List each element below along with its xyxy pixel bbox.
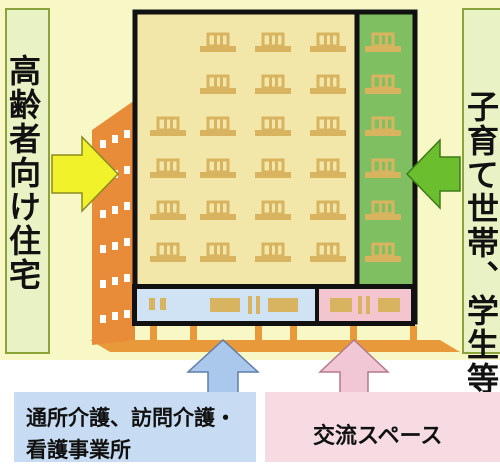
left-arrow-icon bbox=[51, 135, 120, 213]
right-arrow-icon bbox=[405, 138, 461, 210]
main-building-face bbox=[135, 12, 357, 322]
left-label: 高齢者向け住宅 bbox=[4, 54, 42, 292]
exchange-space-label: 交流スペース bbox=[313, 424, 443, 449]
orange-side-building bbox=[92, 100, 135, 345]
right-label-box bbox=[462, 8, 500, 354]
care-office-label-box bbox=[14, 392, 256, 462]
left-label-box bbox=[5, 8, 50, 354]
care-office-label-line1: 通所介護、訪問介護・ bbox=[26, 406, 236, 430]
up-arrow-pink-icon bbox=[318, 338, 390, 396]
ground-floor bbox=[132, 284, 415, 326]
care-office-label-line2: 看護事業所 bbox=[26, 438, 131, 462]
ground-stripes bbox=[90, 326, 460, 352]
up-arrow-blue-icon bbox=[186, 338, 260, 396]
right-label: 子育て世帯、学生等 bbox=[462, 90, 500, 396]
exchange-space-label-box bbox=[265, 392, 500, 462]
